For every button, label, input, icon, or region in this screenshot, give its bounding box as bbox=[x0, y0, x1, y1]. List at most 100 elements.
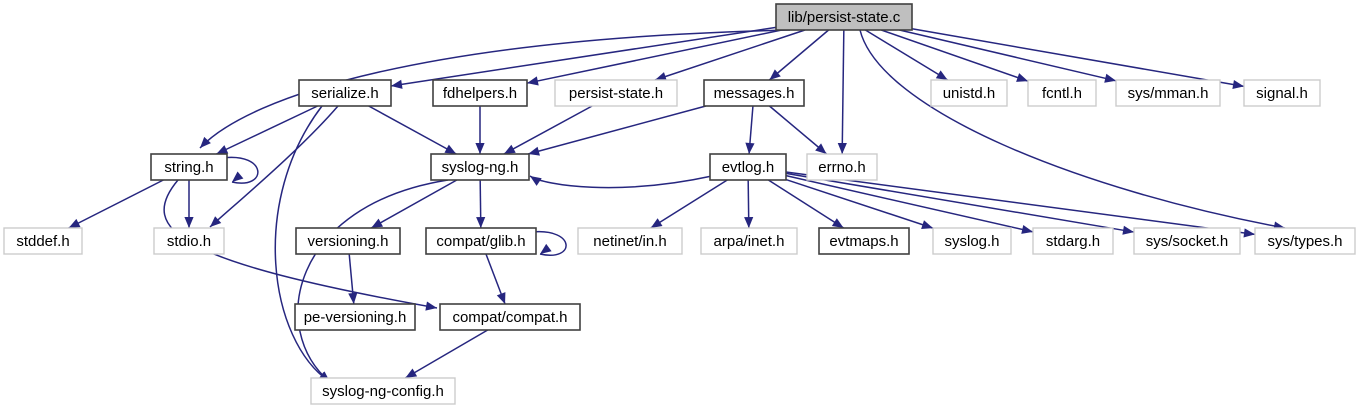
edge-arrowhead bbox=[655, 72, 667, 81]
edge-arrowhead bbox=[184, 217, 194, 228]
edge-arrowhead bbox=[1104, 73, 1116, 83]
edge-arrowhead bbox=[744, 216, 754, 228]
edge-persist-state-c-to-fcntl-h bbox=[881, 29, 1029, 82]
edge-arrowhead bbox=[1122, 225, 1134, 235]
edge-arrowhead bbox=[1016, 73, 1028, 82]
node-box-arpa-inet-h bbox=[700, 227, 798, 255]
node-box-sys-socket-h bbox=[1133, 227, 1241, 255]
node-box-syslog-h bbox=[932, 227, 1012, 255]
node-box-stdarg-h bbox=[1032, 227, 1114, 255]
node-box-persist-state-c bbox=[775, 3, 913, 31]
node-box-string-h bbox=[150, 153, 228, 181]
node-box-compat-glib-h bbox=[425, 227, 537, 255]
edge-arrowhead bbox=[475, 143, 485, 154]
edge-arrowhead bbox=[935, 70, 948, 80]
node-box-evtlog-h bbox=[709, 153, 787, 181]
node-box-stddef-h bbox=[3, 227, 83, 255]
edge-evtlog-h-to-stdarg-h bbox=[785, 174, 1034, 233]
node-box-fcntl-h bbox=[1027, 79, 1097, 107]
node-box-serialize-h bbox=[298, 79, 392, 107]
edge-arrowhead bbox=[476, 216, 486, 228]
node-persist-state-c[interactable]: lib/persist-state.clib/persist-state.c bbox=[775, 3, 913, 31]
edge-arrowhead bbox=[444, 144, 457, 154]
edge-arrowhead bbox=[425, 301, 437, 311]
edge-arrowhead bbox=[232, 171, 244, 182]
edge-persist-state-c-to-unistd-h bbox=[864, 29, 949, 81]
edge-persist-state-c-to-sys-types-h bbox=[859, 29, 1286, 229]
edge-arrowhead bbox=[371, 218, 384, 228]
edge-arrowhead bbox=[769, 69, 781, 80]
edge-arrowhead bbox=[837, 142, 847, 154]
edge-arrowhead bbox=[503, 144, 516, 154]
edge-string-h-self bbox=[221, 156, 259, 184]
edge-messages-h-to-syslog-ng-h bbox=[527, 105, 707, 155]
node-box-syslog-ng-config-h bbox=[310, 377, 456, 405]
edge-arrowhead bbox=[745, 142, 755, 154]
edge-arrowhead bbox=[68, 218, 81, 228]
edge-persist-state-h-to-syslog-ng-h bbox=[503, 105, 593, 155]
edge-persist-state-c-to-serialize-h bbox=[390, 26, 777, 87]
edge-persist-state-c-to-sys-mman-h bbox=[899, 29, 1117, 82]
edge-serialize-h-to-syslog-ng-config-h bbox=[274, 105, 331, 383]
node-box-errno-h bbox=[806, 153, 878, 181]
edge-serialize-h-to-syslog-ng-h bbox=[368, 105, 457, 155]
edge-serialize-h-to-stdio-h bbox=[209, 105, 339, 228]
edge-persist-state-c-to-string-h bbox=[199, 29, 791, 149]
edge-syslog-ng-h-to-versioning-h bbox=[370, 179, 458, 229]
node-box-fdhelpers-h bbox=[432, 79, 528, 107]
edge-arrowhead bbox=[200, 136, 211, 148]
edge-arrowhead bbox=[540, 243, 552, 254]
edge-arrowhead bbox=[216, 145, 229, 154]
node-layer: lib/persist-state.clib/persist-state.c se… bbox=[3, 3, 1356, 405]
edge-persist-state-c-to-signal-h bbox=[911, 28, 1245, 88]
node-box-pe-versioning-h bbox=[294, 303, 416, 331]
edge-serialize-h-to-string-h bbox=[216, 105, 318, 155]
edge-persist-state-c-to-errno-h bbox=[841, 29, 845, 155]
edge-evtlog-h-to-sys-types-h bbox=[785, 171, 1256, 236]
node-box-sys-mman-h bbox=[1115, 79, 1221, 107]
node-serialize-h[interactable]: serialize.hserialize.h bbox=[298, 79, 392, 107]
node-box-compat-compat-h bbox=[439, 303, 581, 331]
edge-compat-compat-h-to-syslog-ng-config-h bbox=[404, 329, 489, 379]
edge-arrowhead bbox=[496, 292, 506, 304]
edge-arrowhead bbox=[1243, 228, 1255, 238]
edge-compat-glib-h-self bbox=[531, 231, 567, 256]
edge-arrowhead bbox=[815, 143, 827, 154]
node-box-versioning-h bbox=[295, 227, 401, 255]
edge-persist-state-c-to-messages-h bbox=[768, 29, 830, 81]
edge-layer bbox=[68, 26, 1286, 383]
node-pe-versioning-h[interactable]: pe-versioning.hpe-versioning.h bbox=[294, 303, 416, 331]
node-box-persist-state-h bbox=[554, 79, 678, 107]
edge-arrowhead bbox=[1021, 224, 1033, 234]
edge-arrowhead bbox=[921, 220, 933, 230]
edge-arrowhead bbox=[650, 218, 663, 228]
edge-evtlog-h-to-syslog-h bbox=[785, 178, 934, 229]
edge-arrowhead bbox=[348, 292, 358, 304]
